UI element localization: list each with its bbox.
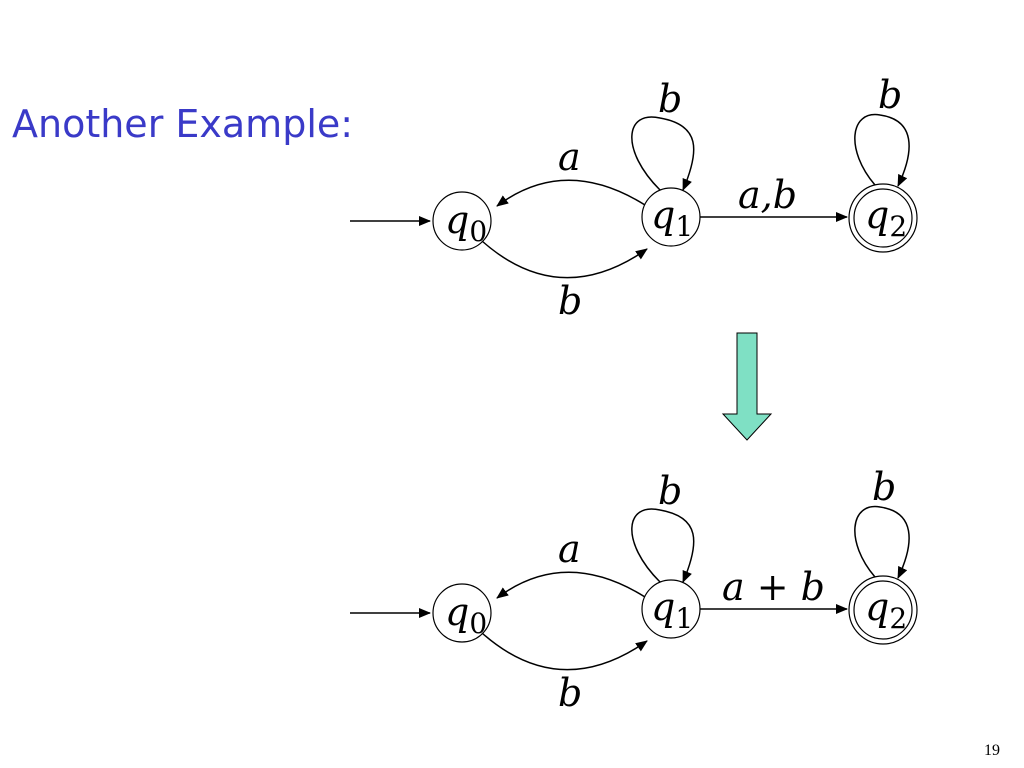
page-number: 19: [984, 742, 1000, 759]
edge-label-q0-q1: b: [558, 671, 582, 715]
automaton-top: q0 q1 q2 a b b a,b b: [350, 73, 918, 323]
edge-label-q1-q2: a,b: [738, 173, 797, 217]
edge-q0-q1: [481, 632, 648, 671]
slide-title: Another Example:: [12, 102, 354, 146]
state-label-q0: q0: [445, 590, 487, 640]
edge-q0-q1: [481, 240, 648, 279]
state-q2: [848, 183, 918, 253]
edge-label-q1-q2: a + b: [722, 565, 825, 609]
edge-label-q1-loop: b: [658, 469, 682, 513]
state-q0: [432, 583, 492, 643]
loop-q1: [631, 508, 695, 583]
state-label-q2: q2: [865, 193, 907, 243]
edge-label-q2-loop: b: [878, 73, 902, 117]
state-q2: [848, 575, 918, 645]
state-q2-inner-ring: [853, 188, 913, 248]
loop-q1: [631, 116, 695, 191]
edge-label-q1-q0: a: [558, 135, 581, 179]
edge-label-q2-loop: b: [872, 465, 896, 509]
edge-q1-q0: [496, 571, 646, 599]
transform-arrow: [721, 332, 773, 441]
state-label-q1: q1: [651, 193, 693, 243]
state-label-q2: q2: [865, 585, 907, 635]
state-label-q1: q1: [651, 585, 693, 635]
edge-label-q1-q0: a: [558, 527, 581, 571]
state-q2-inner-ring: [853, 580, 913, 640]
state-q0: [432, 191, 492, 251]
loop-q2: [854, 505, 910, 579]
automaton-bottom: q0 q1 q2 a b b a + b b: [350, 465, 918, 715]
state-label-q0: q0: [445, 198, 487, 248]
loop-q2: [854, 113, 910, 187]
edge-label-q0-q1: b: [558, 279, 582, 323]
edge-label-q1-loop: b: [658, 77, 682, 121]
edge-q1-q0: [496, 179, 646, 207]
